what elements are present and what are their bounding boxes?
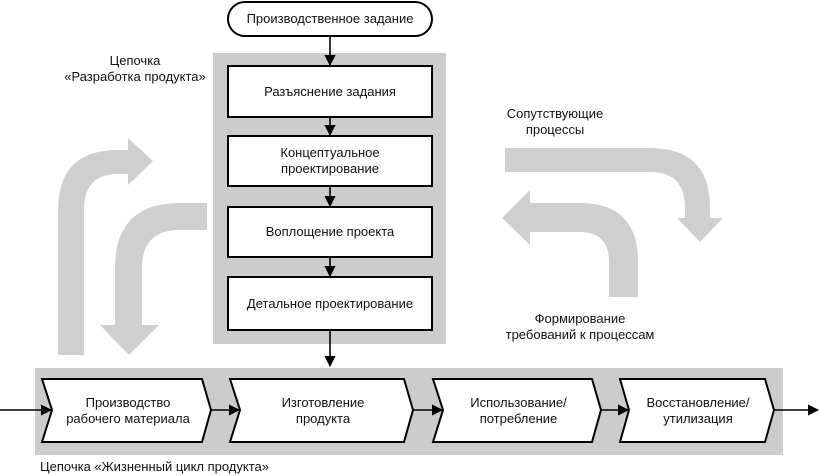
accompanying-processes-arrow bbox=[505, 148, 723, 242]
development-chain-title-line2: «Разработка продукта» bbox=[64, 69, 206, 84]
lifecycle-step-1-line2: рабочего материала bbox=[66, 410, 190, 426]
development-chain-title: Цепочка «Разработка продукта» bbox=[60, 53, 210, 85]
lifecycle-step-2: Изготовление продукта bbox=[238, 379, 408, 442]
lifecycle-step-4-line1: Восстановление/ bbox=[646, 394, 750, 410]
requirements-arrow bbox=[502, 190, 638, 297]
lifecycle-step-4: Восстановление/ утилизация bbox=[627, 379, 769, 442]
lifecycle-chain-title: Цепочка «Жизненный цикл продукта» bbox=[40, 459, 269, 474]
feedback-arrow-up-right bbox=[58, 138, 153, 355]
dev-step-2-line1: Концептуальное bbox=[280, 145, 380, 160]
dev-step-3: Воплощение проекта bbox=[228, 207, 432, 257]
dev-step-box-4 bbox=[227, 276, 433, 331]
start-node-label: Производственное задание bbox=[246, 11, 414, 26]
dev-step-box-3 bbox=[227, 206, 433, 258]
dev-step-4-line1: Детальное проектирование bbox=[246, 295, 414, 311]
accompanying-processes-line2: процессы bbox=[525, 122, 585, 137]
dev-step-1-line1: Разъяснение задания bbox=[264, 83, 396, 99]
dev-step-2: Концептуальное проектирование bbox=[228, 136, 432, 186]
development-chain-title-line1: Цепочка bbox=[109, 53, 161, 68]
lifecycle-step-3: Использование/ потребление bbox=[441, 379, 596, 442]
dev-step-1: Разъяснение задания bbox=[228, 66, 432, 117]
accompanying-processes-line1: Сопутствующие bbox=[506, 106, 604, 121]
dev-step-box-1 bbox=[227, 65, 433, 118]
dev-step-3-line1: Воплощение проекта bbox=[265, 224, 395, 239]
dev-step-4: Детальное проектирование bbox=[228, 277, 432, 330]
lifecycle-step-1: Производство рабочего материала bbox=[50, 379, 206, 442]
lifecycle-step-3-line1: Использование/ bbox=[470, 394, 567, 410]
requirements-label: Формирование требований к процессам bbox=[490, 311, 670, 343]
lifecycle-step-3-line2: потребление bbox=[479, 410, 558, 426]
start-node: Производственное задание bbox=[228, 2, 432, 36]
lifecycle-step-4-line2: утилизация bbox=[663, 410, 733, 426]
dev-step-box-2 bbox=[227, 135, 433, 187]
requirements-line1: Формирование bbox=[534, 311, 626, 326]
feedback-arrow-down-left bbox=[100, 203, 207, 355]
lifecycle-step-1-line1: Производство bbox=[85, 394, 171, 410]
lifecycle-step-2-line2: продукта bbox=[295, 410, 351, 426]
dev-step-2-line2: проектирование bbox=[281, 161, 379, 176]
lifecycle-step-2-line1: Изготовление bbox=[281, 394, 365, 410]
requirements-line2: требований к процессам bbox=[505, 327, 655, 342]
accompanying-processes-label: Сопутствующие процессы bbox=[490, 106, 620, 138]
